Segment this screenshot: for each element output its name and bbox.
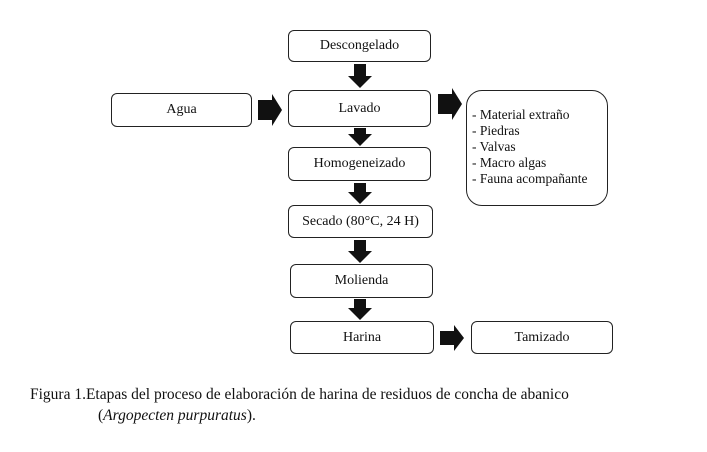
- arrow-down-2: [348, 128, 372, 146]
- removed-item: - Material extraño: [472, 107, 570, 122]
- caption-species: Argopecten purpuratus: [103, 407, 247, 424]
- removed-item: - Macro algas: [472, 155, 547, 170]
- caption-end: ).: [246, 407, 256, 424]
- arrow-right-lavado: [438, 88, 462, 120]
- step-harina: Harina: [290, 321, 434, 354]
- arrow-down-1: [348, 64, 372, 88]
- input-agua: Agua: [111, 93, 252, 127]
- arrow-down-4: [348, 240, 372, 263]
- removed-item: - Piedras: [472, 123, 520, 138]
- removed-items-box: - Material extraño - Piedras - Valvas - …: [466, 90, 608, 206]
- arrow-right-agua: [258, 94, 282, 126]
- step-molienda: Molienda: [290, 264, 433, 298]
- step-secado: Secado (80°C, 24 H): [288, 205, 433, 238]
- removed-item: - Valvas: [472, 139, 516, 154]
- step-lavado: Lavado: [288, 90, 431, 127]
- caption-label: Figura 1.: [30, 386, 86, 403]
- step-descongelado: Descongelado: [288, 30, 431, 62]
- arrow-down-3: [348, 183, 372, 204]
- arrow-right-harina: [440, 325, 464, 351]
- arrow-down-5: [348, 299, 372, 320]
- caption-paren: (: [98, 407, 104, 424]
- output-tamizado: Tamizado: [471, 321, 613, 354]
- caption-text: Etapas del proceso de elaboración de har…: [85, 386, 569, 403]
- figure-caption: Figura 1.Etapas del proceso de elaboraci…: [30, 384, 569, 426]
- removed-item: - Fauna acompañante: [472, 171, 588, 186]
- step-homogeneizado: Homogeneizado: [288, 147, 431, 181]
